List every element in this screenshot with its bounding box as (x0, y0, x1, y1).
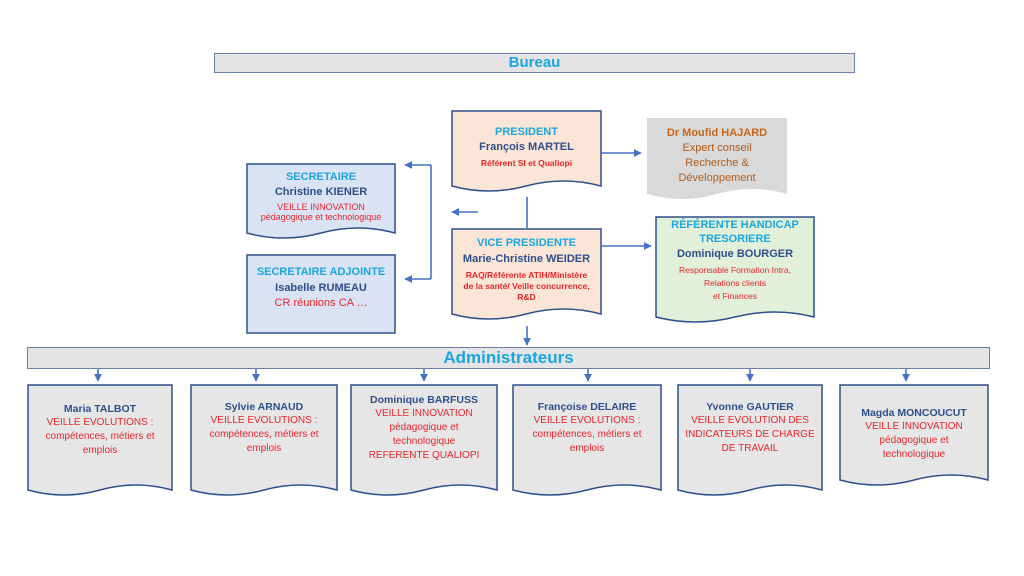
admin-4-line3: emplois (569, 443, 605, 454)
admin-5-line3: DE TRAVAIL (721, 443, 779, 454)
deputy-secretary-box: SECRETAIRE ADJOINTE Isabelle RUMEAU CR r… (246, 254, 396, 334)
deputy-secretary-role: SECRETAIRE ADJOINTE (256, 266, 386, 278)
admin-1-line3: emplois (82, 445, 118, 456)
treasurer-line1: Responsable Formation Intra, (679, 265, 791, 275)
document-shape (246, 163, 396, 239)
admin-3-line3: technologique (392, 436, 456, 447)
admin-5-name: Yvonne GAUTIER (706, 401, 794, 413)
admin-3-line4: REFERENTE QUALIOPI (368, 450, 480, 461)
admin-3-line1: VEILLE INNOVATION (375, 408, 473, 419)
admin-3-name: Dominique BARFUSS (370, 394, 478, 406)
document-shape (350, 384, 498, 496)
admin-5-line2: INDICATEURS DE CHARGE (685, 429, 815, 440)
admin-6-line1: VEILLE INNOVATION (865, 421, 963, 432)
document-shape (677, 384, 823, 496)
advisor-name: Dr Moufid HAJARD (666, 127, 768, 139)
treasurer-line2: Relations clients (704, 278, 766, 288)
document-shape (190, 384, 338, 496)
admin-6-name: Magda MONCOUCUT (861, 407, 967, 419)
president-box: PRESIDENT François MARTEL Référent SI et… (451, 110, 602, 197)
advisor-box: Dr Moufid HAJARD Expert conseil Recherch… (647, 118, 787, 206)
document-shape (512, 384, 662, 496)
president-duty: Référent SI et Qualiopi (480, 158, 573, 168)
administrateurs-header: Administrateurs (27, 347, 990, 369)
vice-president-box: VICE PRESIDENTE Marie-Christine WEIDER R… (451, 228, 602, 326)
bureau-title: Bureau (508, 54, 561, 71)
president-name: François MARTEL (479, 141, 574, 153)
bureau-header: Bureau (214, 53, 855, 73)
admin-box-1: Maria TALBOT VEILLE EVOLUTIONS : compéte… (27, 384, 173, 502)
admin-box-2: Sylvie ARNAUD VEILLE EVOLUTIONS : compét… (190, 384, 338, 502)
admin-2-line3: emplois (246, 443, 282, 454)
admin-4-line1: VEILLE EVOLUTIONS : (533, 415, 641, 426)
admin-1-line2: compétences, métiers et (45, 431, 155, 442)
admin-4-name: Françoise DELAIRE (537, 401, 637, 413)
secretary-name: Christine KIENER (274, 186, 368, 198)
admin-6-line2: pédagogique et (879, 435, 949, 446)
admin-5-line1: VEILLE EVOLUTION DES (691, 415, 809, 426)
admin-box-6: Magda MONCOUCUT VEILLE INNOVATION pédago… (839, 384, 989, 492)
secretary-box: SECRETAIRE Christine KIENER VEILLE INNOV… (246, 163, 396, 245)
admin-2-line1: VEILLE EVOLUTIONS : (210, 415, 318, 426)
admin-box-3: Dominique BARFUSS VEILLE INNOVATION péda… (350, 384, 498, 502)
vice-president-role: VICE PRESIDENTE (476, 237, 577, 249)
admin-6-line3: technologique (882, 449, 946, 460)
admin-2-name: Sylvie ARNAUD (224, 401, 304, 413)
document-shape (27, 384, 173, 496)
admin-1-line1: VEILLE EVOLUTIONS : (46, 417, 154, 428)
treasurer-line3: et Finances (713, 291, 757, 301)
document-shape (647, 118, 787, 199)
president-role: PRESIDENT (495, 126, 558, 138)
vice-president-line1: RAQ/Référente ATIH/Ministère (465, 270, 588, 280)
document-shape (246, 254, 396, 334)
treasurer-role1: RÉFÉRENTE HANDICAP (671, 219, 799, 231)
admin-box-4: Françoise DELAIRE VEILLE EVOLUTIONS : co… (512, 384, 662, 502)
deputy-secretary-name: Isabelle RUMEAU (275, 282, 367, 294)
document-shape (451, 228, 602, 320)
deputy-secretary-duty: CR réunions CA … (274, 297, 368, 309)
document-shape (655, 216, 815, 323)
document-shape (839, 384, 989, 486)
advisor-line3: Développement (678, 172, 756, 184)
vice-president-line3: R&D (517, 292, 536, 302)
treasurer-role2: TRESORIERE (699, 233, 771, 245)
administrateurs-title: Administrateurs (443, 348, 574, 367)
admin-box-5: Yvonne GAUTIER VEILLE EVOLUTION DES INDI… (677, 384, 823, 502)
admin-2-line2: compétences, métiers et (209, 429, 319, 440)
vice-president-name: Marie-Christine WEIDER (462, 253, 591, 265)
admin-3-line2: pédagogique et (389, 422, 459, 433)
advisor-line2: Recherche & (685, 157, 749, 169)
admin-1-name: Maria TALBOT (63, 403, 137, 415)
vice-president-line2: de la santé/ Veille concurrence, (463, 281, 590, 291)
advisor-line1: Expert conseil (682, 142, 752, 154)
treasurer-box: RÉFÉRENTE HANDICAP TRESORIERE Dominique … (655, 216, 815, 329)
secretary-line2: pédagogique et technologique (260, 212, 382, 222)
admin-4-line2: compétences, métiers et (532, 429, 642, 440)
secretary-role: SECRETAIRE (285, 171, 357, 183)
secretary-line1: VEILLE INNOVATION (277, 202, 365, 212)
document-shape (451, 110, 602, 192)
treasurer-name: Dominique BOURGER (676, 248, 794, 260)
